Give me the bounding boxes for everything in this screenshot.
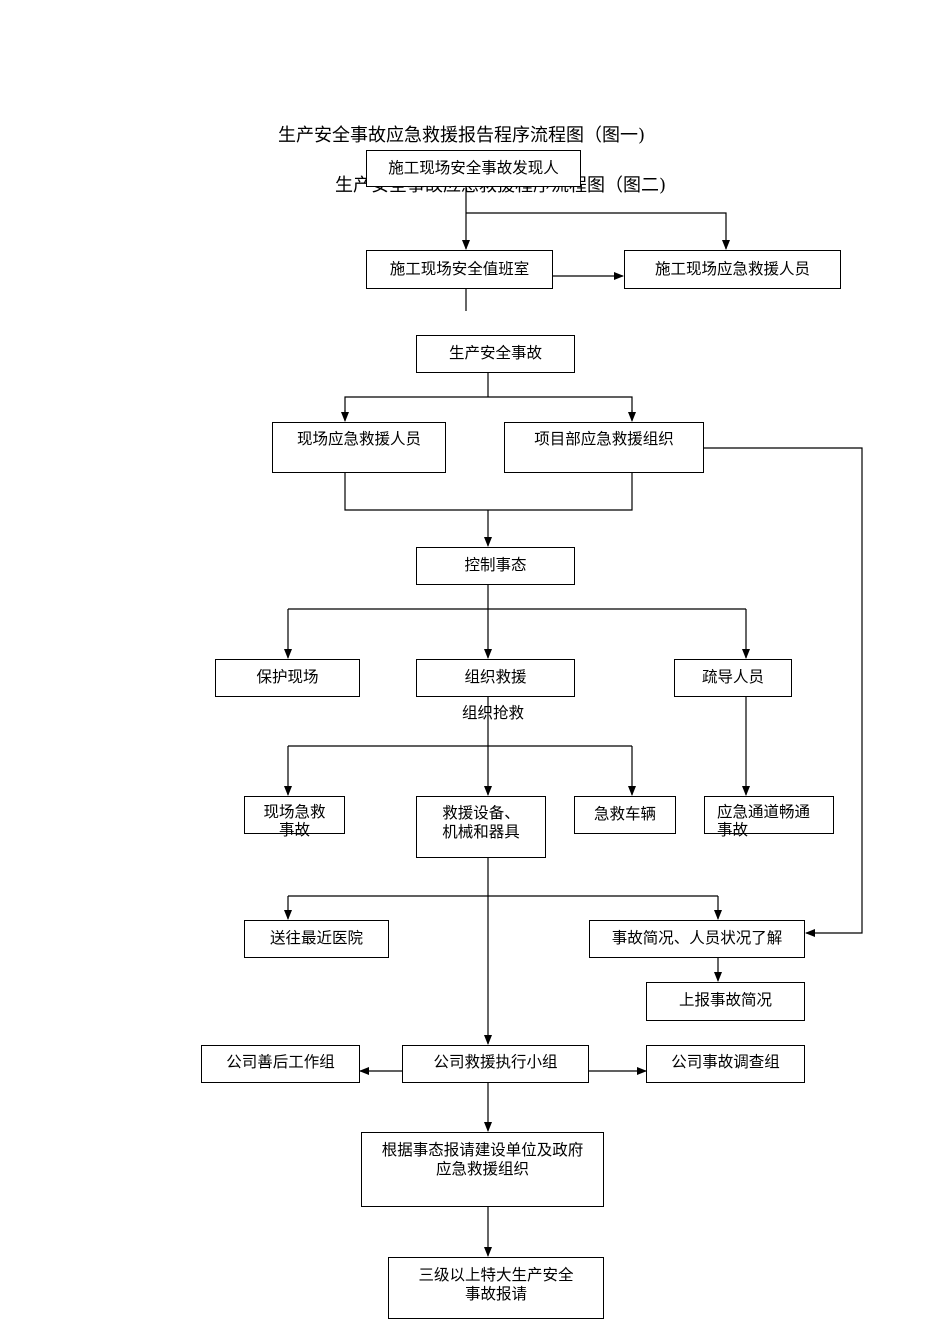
node-label: 公司事故调查组 (671, 1053, 780, 1071)
node-send-to-hospital: 送往最近医院 (244, 920, 389, 958)
node-investigation-team: 公司事故调查组 (646, 1045, 805, 1083)
node-label: 三级以上特大生产安全 (418, 1266, 574, 1284)
node-report-brief: 上报事故简况 (646, 982, 805, 1021)
node-label: 送往最近医院 (269, 929, 363, 947)
node-situation-assessment: 事故简况、人员状况了解 (589, 920, 805, 958)
node-label: 疏导人员 (701, 668, 764, 686)
node-label: 上报事故简况 (678, 991, 772, 1009)
node-protect-scene: 保护现场 (215, 659, 360, 697)
connector (344, 396, 633, 420)
node-label: 控制事态 (464, 556, 527, 574)
node-label: 事故简况、人员状况了解 (611, 929, 783, 947)
node-label: 保护现场 (256, 668, 319, 686)
connector (344, 473, 633, 511)
node-safety-duty-room: 施工现场安全值班室 (366, 250, 553, 289)
node-label: 现场应急救援人员 (296, 430, 421, 448)
node-rescue-equipment: 救援设备、 机械和器具 (416, 796, 546, 858)
node-evacuate-personnel: 疏导人员 (674, 659, 792, 697)
node-production-safety-accident: 生产安全事故 (416, 335, 575, 373)
node-label: 事故报请 (464, 1285, 527, 1304)
node-label: 应急救援组织 (435, 1160, 529, 1179)
node-label: 施工现场安全值班室 (389, 260, 530, 278)
node-label: 事故 (717, 820, 749, 839)
node-label: 公司善后工作组 (226, 1053, 335, 1071)
node-ambulance: 急救车辆 (574, 796, 676, 834)
node-project-rescue-organization: 项目部应急救援组织 (504, 422, 704, 473)
connector (704, 447, 863, 937)
node-label: 急救车辆 (593, 805, 656, 823)
node-label: 救援设备、 (442, 804, 520, 822)
node-label: 施工现场安全事故发现人 (388, 159, 559, 177)
label-organize-first-aid: 组织抢救 (462, 704, 525, 722)
node-label: 机械和器具 (442, 822, 520, 841)
node-control-situation: 控制事态 (416, 547, 575, 585)
node-label: 事故 (278, 820, 310, 839)
node-organize-rescue: 组织救援 (416, 659, 575, 697)
node-label: 项目部应急救援组织 (534, 430, 674, 448)
node-label: 应急通道畅通 (717, 803, 811, 821)
node-label: 组织救援 (464, 668, 527, 686)
connector (466, 212, 730, 250)
node-emergency-route-clear: 应急通道畅通 事故 (704, 796, 834, 839)
node-site-emergency-rescuers: 施工现场应急救援人员 (624, 250, 841, 289)
node-label: 施工现场应急救援人员 (654, 260, 810, 278)
node-rescue-execution-team: 公司救援执行小组 (402, 1045, 589, 1083)
node-label: 现场急救 (263, 803, 326, 821)
node-report-to-government: 根据事态报请建设单位及政府 应急救援组织 (361, 1132, 604, 1207)
node-onsite-emergency-rescuers: 现场应急救援人员 (272, 422, 446, 473)
flowchart-title-figure-1: 生产安全事故应急救援报告程序流程图（图一) (278, 125, 646, 146)
node-accident-finder: 施工现场安全事故发现人 (366, 150, 581, 187)
node-major-accident-report: 三级以上特大生产安全 事故报请 (388, 1257, 604, 1319)
node-label: 生产安全事故 (448, 344, 542, 362)
node-label: 公司救援执行小组 (433, 1053, 558, 1071)
node-aftermath-team: 公司善后工作组 (201, 1045, 360, 1083)
node-onsite-first-aid: 现场急救 事故 (244, 796, 345, 839)
node-label: 根据事态报请建设单位及政府 (381, 1141, 584, 1159)
